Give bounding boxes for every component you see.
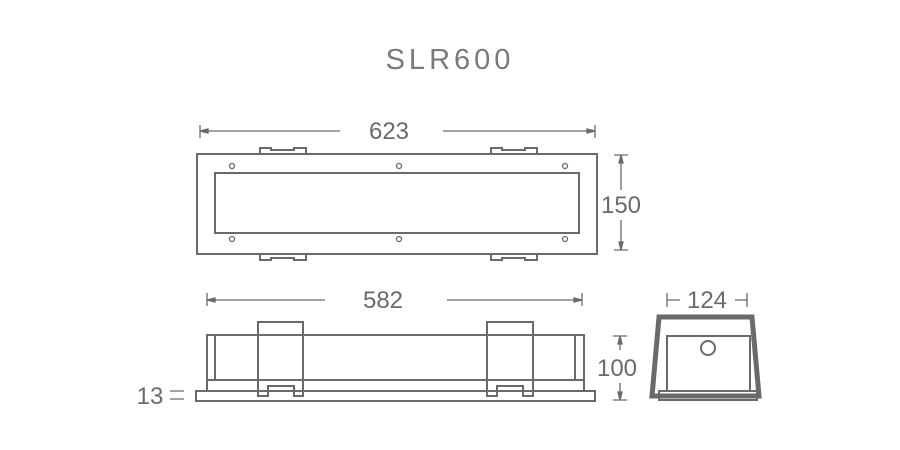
dim-line-150 [614, 154, 628, 251]
dim-label-124: 124 [687, 287, 727, 314]
screw-holes [228, 162, 569, 243]
dim-line-582 [206, 293, 583, 306]
clip-top-right [490, 147, 538, 154]
screw-hole [561, 162, 569, 170]
screw-hole [561, 235, 569, 243]
top-inner-opening [214, 172, 580, 234]
screw-hole [395, 235, 403, 243]
screw-hole [395, 162, 403, 170]
dim-line-100 [613, 335, 627, 401]
dim-line-623 [199, 125, 596, 138]
bracket-left [257, 321, 304, 397]
dim-label-150: 150 [601, 192, 641, 219]
bracket-right [486, 321, 534, 397]
dim-label-100: 100 [597, 355, 637, 382]
dim-label-623: 623 [369, 118, 409, 145]
side-inner-lines [207, 335, 584, 381]
screw-hole [228, 235, 236, 243]
side-base-plate [195, 390, 596, 402]
side-view: 582 100 13 [137, 287, 637, 410]
side-body [206, 334, 585, 392]
end-view: 124 [649, 287, 762, 401]
product-title: SLR600 [386, 44, 515, 76]
dim-label-13: 13 [137, 383, 164, 410]
clip-top-left [259, 147, 307, 154]
dim-label-582: 582 [363, 287, 403, 314]
dim-line-124 [666, 293, 748, 307]
screw-hole [228, 162, 236, 170]
end-inner-body [666, 335, 751, 392]
clip-bottom-left [259, 254, 307, 261]
end-housing-outline [649, 314, 762, 399]
end-base-plate [658, 390, 758, 401]
dim-mark-13 [170, 390, 184, 400]
end-cable-hole [700, 340, 716, 356]
top-outer-frame [196, 153, 598, 255]
top-view: 623 150 [196, 118, 641, 261]
clip-bottom-right [490, 254, 538, 261]
